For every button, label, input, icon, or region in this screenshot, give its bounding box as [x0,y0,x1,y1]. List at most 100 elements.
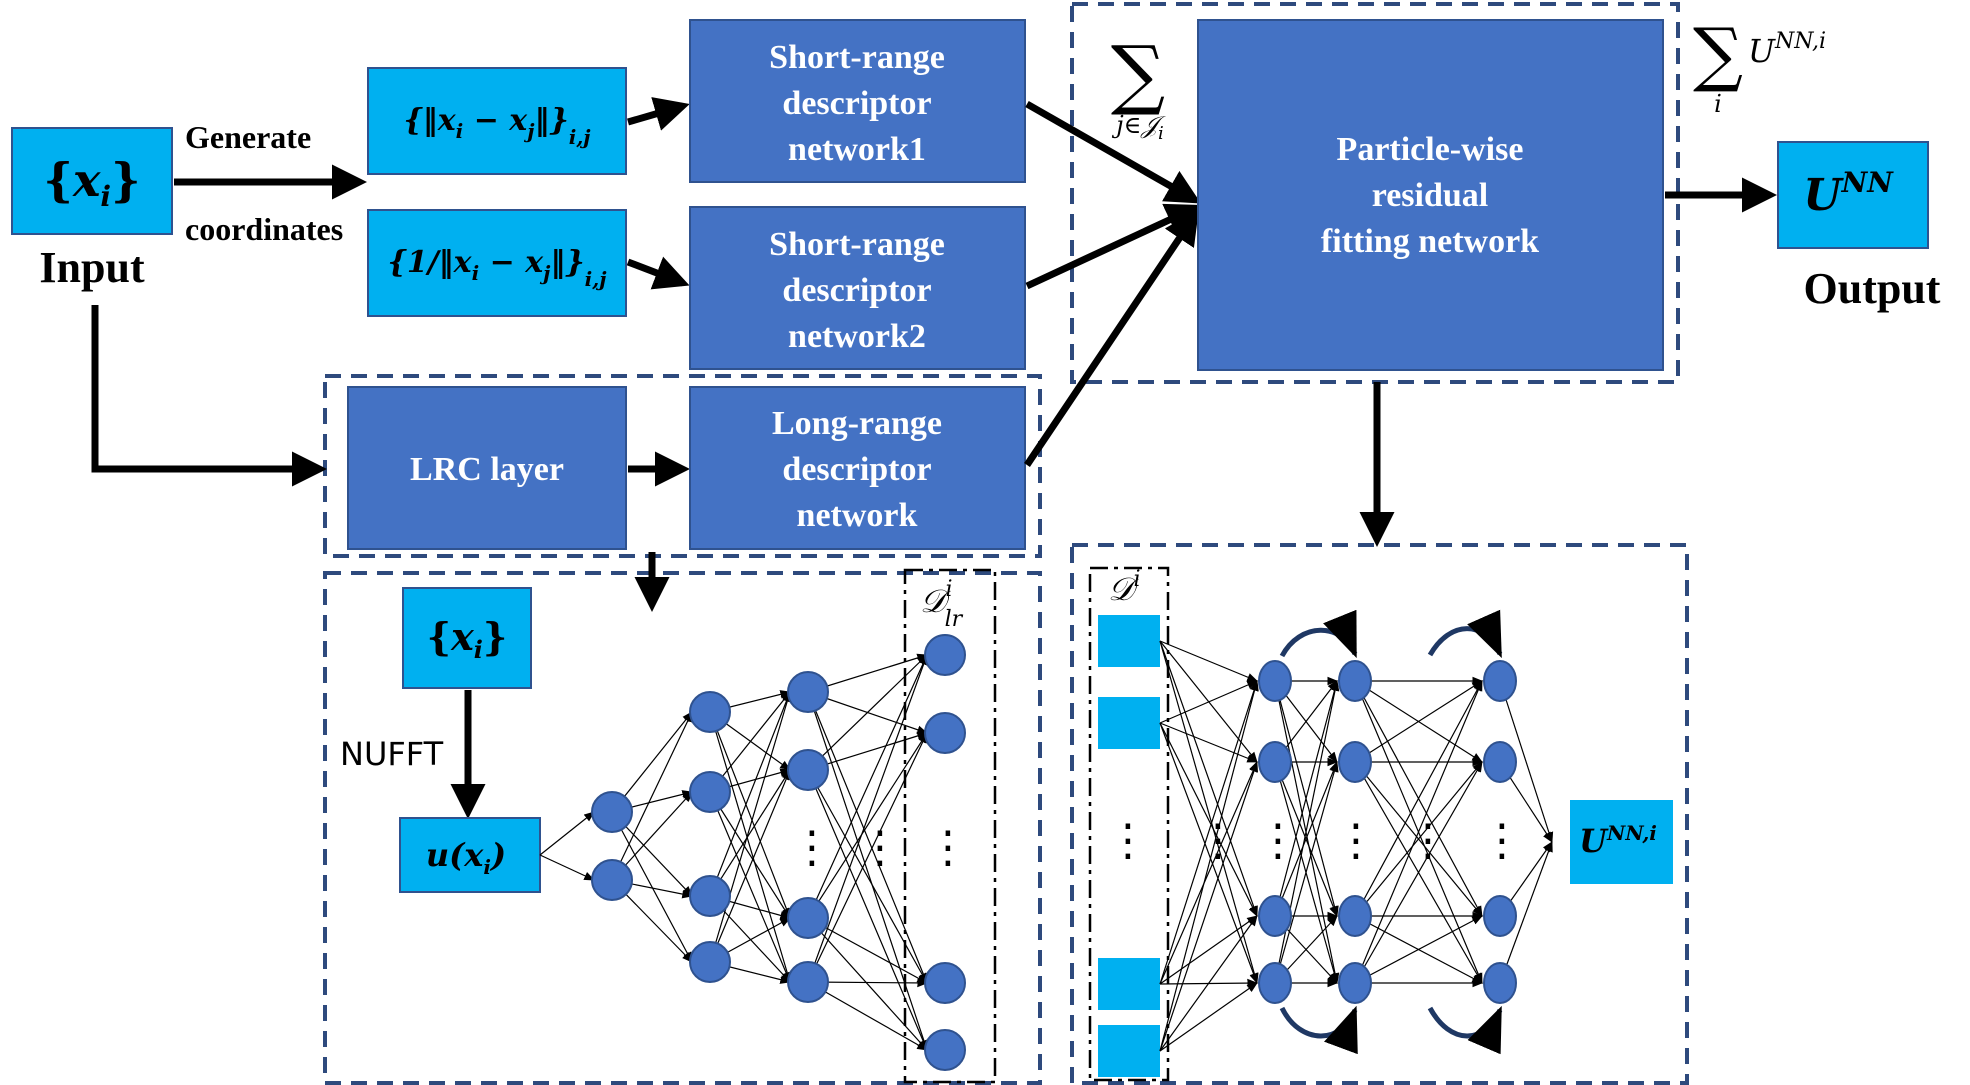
lr-ellipsis-4: ⋮ [1480,815,1524,866]
ll-edge-in-0 [539,811,595,856]
fitting-detail-border [1070,543,1689,1085]
ll-node-2-3 [787,961,829,1003]
lr-edge-0-2-0 [1274,679,1339,917]
lr-edge-in-3-2 [1159,915,1258,1052]
ll-node-2-1 [787,749,829,791]
arrow-input-to-lrc [91,305,327,487]
descriptor-cell-2 [1098,697,1160,749]
u-of-x-label: u(xi) [426,836,506,879]
lr-edge-1-1-0 [1354,680,1483,763]
ll-edge-2-2-1 [807,732,928,919]
ll-node-1-2 [689,875,731,917]
short-range-network-2-line-2: descriptor [782,272,931,309]
ll-edge-1-0-3 [709,711,792,984]
input-box [11,127,173,235]
lr-ellipsis-2: ⋮ [1334,815,1378,866]
ll-ellipsis-2: ⋮ [858,822,902,873]
lr-node-1-0 [1338,660,1372,702]
short-range-network-2-line-1: Short-range [769,226,945,263]
ll-node-1-3 [689,941,731,983]
long-range-network-line-3: network [797,497,918,534]
lr-edge-1-3-0 [1354,680,1483,984]
long-range-network-line-1: Long-range [772,405,942,442]
ll-node-2-0 [787,671,829,713]
lrc-layer-label: LRC layer [410,451,564,488]
lr-loop-top-1 [1279,609,1358,659]
ll-edge-1-0-2 [709,711,791,920]
ll-edge-in-1 [539,854,595,881]
ll-edge-2-3-1 [807,732,928,983]
lr-edge-0-3-1 [1274,760,1339,984]
ll-edge-2-1-3 [807,769,928,1051]
lr-edge-out-0 [1499,680,1554,844]
lr-edge-in-0-3 [1159,640,1259,985]
lr-edge-in-3-1 [1159,760,1259,1052]
ll-node-3-2 [924,962,966,1004]
ll-node-2-2 [787,897,829,939]
lr-edge-out-3 [1499,840,1553,984]
short-range-network-1 [689,19,1026,183]
lower-input-symbol: {xi} [427,614,508,664]
input-label: Input [39,243,145,292]
ll-edge-2-3-0 [807,653,928,983]
lr-ellipsis-0: ⋮ [1196,815,1240,866]
lr-node-1-3 [1338,962,1372,1004]
sum-over-i-term: UNN,i [1748,29,1826,70]
distance-feature-box [367,67,627,175]
short-range-network-1-line-3: network1 [788,131,926,168]
lr-node-0-2 [1258,895,1292,937]
output-label: Output [1804,264,1941,313]
ll-edge-1-1-3 [709,791,791,983]
ll-ellipsis-1: ⋮ [790,822,834,873]
coordinates-label: coordinates [185,211,343,247]
arrow-dist-to-sr1 [627,97,690,131]
ll-edge-2-0-2 [807,691,928,984]
lr-edge-in-1-0 [1159,680,1258,724]
lr-edge-in-2-1 [1159,761,1258,985]
fitting-net-nodes [1258,660,1517,1004]
lr-ellipsis-1: ⋮ [1256,815,1300,866]
sum-over-j-subscript: j∈𝒥i [1111,111,1166,144]
descriptor-label: 𝒟i [1108,567,1141,608]
ll-edge-1-3-0 [709,690,792,963]
lr-edge-in-0-2 [1159,640,1258,918]
lr-node-0-3 [1258,962,1292,1004]
ll-node-1-1 [689,771,731,813]
lr-edge-1-2-1 [1354,761,1483,917]
lr-edge-in-1-3 [1159,722,1258,985]
long-range-net-nodes [591,634,966,1071]
lr-edge-in-0-0 [1159,640,1258,682]
ll-edge-1-1-0 [709,691,791,793]
lr-loop-top-2 [1427,609,1503,659]
long-range-network [689,386,1026,550]
lr-edge-1-2-0 [1354,680,1483,917]
ll-node-0-1 [591,859,633,901]
long-range-descriptor-column [903,568,997,1084]
lr-edge-in-2-2 [1159,915,1258,985]
lr-node-2-1 [1483,741,1517,783]
ll-node-3-1 [924,712,966,754]
ll-edge-2-1-2 [807,769,928,984]
distance-feature-label: {‖xi − xj‖}i,j [403,103,591,149]
fitting-network-line-2: residual [1372,177,1489,214]
lr-edge-1-3-2 [1354,915,1483,984]
ll-node-3-0 [924,634,966,676]
ll-edge-1-2-0 [709,690,791,897]
lr-node-0-1 [1258,741,1292,783]
lr-node-1-2 [1338,895,1372,937]
ll-edge-0-0-3 [611,811,693,963]
lower-input-box [402,587,532,689]
lrc-layer-box [347,386,627,550]
lr-edge-in-1-1 [1159,722,1259,763]
lr-edge-1-3-1 [1354,761,1483,984]
ll-edge-0-1-0 [611,711,693,881]
descriptor-cell-3 [1098,958,1160,1010]
short-range-network-1-line-2: descriptor [782,85,931,122]
ll-edge-1-1-2 [709,791,791,919]
arrow-sr1-to-fitting [1025,100,1202,204]
lr-node-2-2 [1483,895,1517,937]
ll-edge-2-3-3 [807,981,928,1051]
lr-loop-bottom-1 [1279,1005,1358,1055]
